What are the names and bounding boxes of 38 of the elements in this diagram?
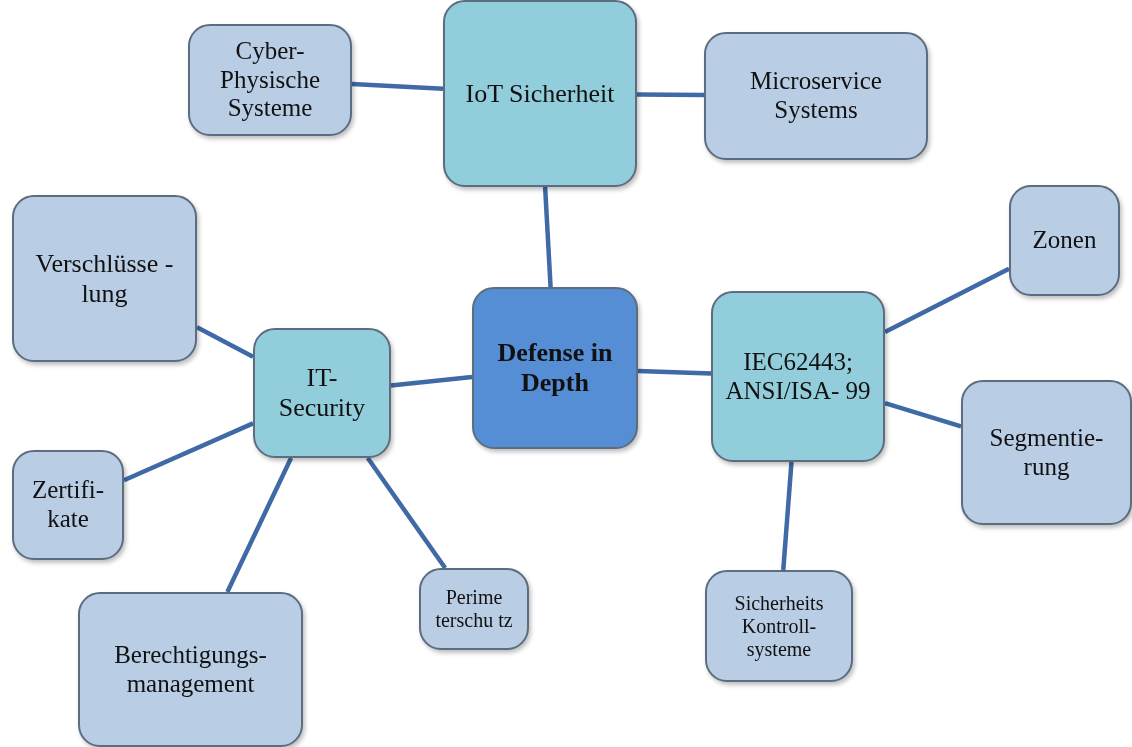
topic-box	[443, 0, 637, 187]
topic-label: Zertifi- kate	[30, 476, 106, 534]
topic-box	[78, 592, 303, 747]
topic-label: Defense in Depth	[496, 338, 614, 398]
topic-box	[419, 568, 529, 650]
connector-line	[390, 374, 473, 388]
topic-label: Cyber- Physische Systeme	[219, 36, 321, 124]
topic-label: IoT Sicherheit	[465, 78, 615, 109]
topic-label: Sicherheits Kontroll- systeme	[733, 591, 825, 661]
topic-label: IT- Security	[277, 363, 367, 423]
connector-line	[636, 92, 705, 98]
topic-label: Microservice Systems	[749, 67, 883, 125]
topic-box	[705, 570, 853, 682]
connector-line	[542, 186, 553, 288]
connector-line	[123, 421, 254, 483]
topic-label: Perime terschu tz	[434, 586, 514, 632]
connector-line	[365, 456, 447, 570]
topic-box	[188, 24, 352, 136]
topic-box	[711, 291, 885, 462]
connector-line	[637, 368, 712, 376]
connector-line	[225, 457, 294, 593]
connector-line	[884, 400, 962, 429]
topic-label: IEC62443; ANSI/ISA- 99	[724, 347, 872, 406]
topic-label: Berechtigungs- management	[113, 640, 268, 699]
topic-label: Segmentie- rung	[988, 423, 1105, 482]
topic-box	[253, 328, 391, 458]
connector-line	[195, 325, 255, 359]
topic-box	[12, 450, 124, 560]
topic-box	[12, 195, 197, 362]
topic-box	[1009, 185, 1120, 296]
topic-box	[472, 287, 638, 449]
topic-label: Zonen	[1031, 226, 1098, 255]
topic-box	[704, 32, 928, 160]
topic-label: Verschlüsse -lung	[34, 248, 175, 309]
connector-line	[884, 266, 1011, 335]
connector-line	[351, 81, 444, 91]
topic-box	[961, 380, 1132, 525]
connector-line	[781, 461, 794, 571]
